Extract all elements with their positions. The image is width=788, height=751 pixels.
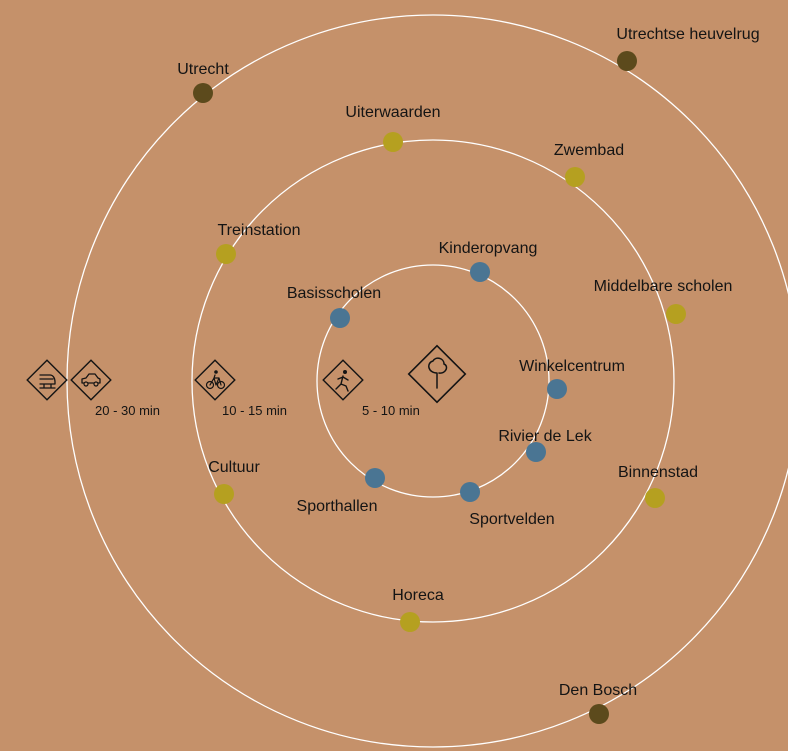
marker-uiterwaarden (383, 132, 403, 152)
marker-middelbare-scholen (666, 304, 686, 324)
marker-zwembad (565, 167, 585, 187)
walking-icon (322, 359, 364, 401)
marker-kinderopvang (470, 262, 490, 282)
label-den-bosch: Den Bosch (559, 682, 637, 699)
tree-icon (407, 344, 467, 404)
marker-utrecht (193, 83, 213, 103)
marker-treinstation (216, 244, 236, 264)
marker-horeca (400, 612, 420, 632)
ring-middle (191, 139, 675, 623)
time-label-outer: 20 - 30 min (95, 403, 160, 418)
label-cultuur: Cultuur (208, 459, 260, 476)
marker-utrechtse-heuvelrug (617, 51, 637, 71)
label-sporthallen: Sporthallen (297, 498, 378, 515)
time-label-middle: 10 - 15 min (222, 403, 287, 418)
marker-sporthallen (365, 468, 385, 488)
marker-cultuur (214, 484, 234, 504)
label-horeca: Horeca (392, 587, 444, 604)
time-label-inner: 5 - 10 min (362, 403, 420, 418)
label-utrechtse-heuvelrug: Utrechtse heuvelrug (616, 26, 759, 43)
marker-rivier-de-lek (526, 442, 546, 462)
label-sportvelden: Sportvelden (469, 511, 554, 528)
marker-winkelcentrum (547, 379, 567, 399)
ring-outer (66, 14, 788, 748)
label-winkelcentrum: Winkelcentrum (519, 358, 625, 375)
label-basisscholen: Basisscholen (287, 285, 381, 302)
label-uiterwaarden: Uiterwaarden (345, 104, 440, 121)
car-icon (70, 359, 112, 401)
marker-den-bosch (589, 704, 609, 724)
ring-inner (316, 264, 550, 498)
label-zwembad: Zwembad (554, 142, 624, 159)
train-icon (26, 359, 68, 401)
marker-sportvelden (460, 482, 480, 502)
label-treinstation: Treinstation (218, 222, 301, 239)
label-rivier-de-lek: Rivier de Lek (498, 428, 592, 445)
label-utrecht: Utrecht (177, 61, 229, 78)
label-binnenstad: Binnenstad (618, 464, 698, 481)
label-kinderopvang: Kinderopvang (439, 240, 538, 257)
label-middelbare-scholen: Middelbare scholen (594, 278, 733, 295)
marker-basisscholen (330, 308, 350, 328)
marker-binnenstad (645, 488, 665, 508)
bicycle-icon (194, 359, 236, 401)
